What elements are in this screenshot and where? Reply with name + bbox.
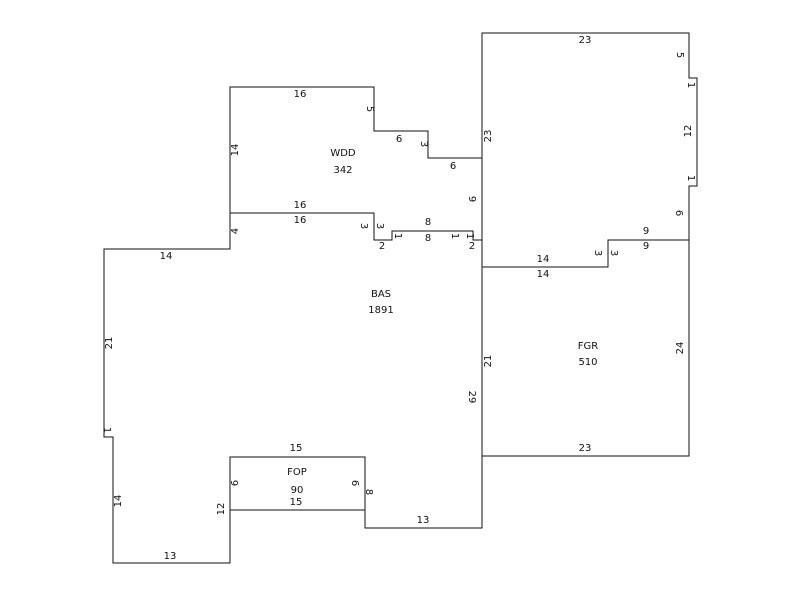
dim-label: 1 xyxy=(685,82,696,88)
dim-label: 13 xyxy=(417,515,430,526)
dim-label: 3 xyxy=(608,250,619,256)
sketch-lines xyxy=(103,32,698,564)
dim-label: 14 xyxy=(537,269,550,280)
dim-label: 8 xyxy=(425,233,431,244)
dim-label: 3 xyxy=(358,223,369,229)
dim-label: 3 xyxy=(374,223,385,229)
dim-label: 14 xyxy=(230,144,241,157)
fgr-size: 510 xyxy=(578,357,597,368)
dim-label: 8 xyxy=(363,489,374,495)
dim-label: 16 xyxy=(294,89,307,100)
dim-label: 14 xyxy=(113,495,124,508)
dim-label: 12 xyxy=(216,503,227,516)
wdd-code: WDD xyxy=(330,148,356,159)
dimension-labels: 16 5 6 3 6 14 16 16 3 3 1 8 8 1 1 2 2 9 … xyxy=(101,35,696,562)
dim-label: 15 xyxy=(290,497,303,508)
dim-label: 9 xyxy=(643,241,649,252)
dim-label: 21 xyxy=(104,337,115,350)
dim-label: 1 xyxy=(101,427,112,433)
dim-label: 13 xyxy=(164,551,177,562)
dim-label: 14 xyxy=(537,254,550,265)
dim-label: 6 xyxy=(396,134,402,145)
dim-label: 3 xyxy=(418,141,429,147)
dim-label: 8 xyxy=(425,217,431,228)
dim-label: 6 xyxy=(230,480,241,486)
dim-label: 29 xyxy=(466,391,477,404)
dim-label: 9 xyxy=(466,196,477,202)
fgr-outline xyxy=(481,32,698,457)
dim-label: 16 xyxy=(294,200,307,211)
dim-label: 3 xyxy=(592,250,603,256)
dim-label: 4 xyxy=(230,228,241,234)
dim-label: 6 xyxy=(673,210,684,216)
dim-label: 16 xyxy=(294,215,307,226)
dim-label: 23 xyxy=(579,443,592,454)
dim-label: 23 xyxy=(579,35,592,46)
dim-label: 15 xyxy=(290,443,303,454)
fop-size: 90 xyxy=(291,485,304,496)
dim-label: 24 xyxy=(675,342,686,355)
dim-label: 1 xyxy=(464,233,475,239)
dim-label: 1 xyxy=(449,233,460,239)
dim-label: 5 xyxy=(364,106,375,112)
bas-size: 1891 xyxy=(368,305,393,316)
dim-label: 23 xyxy=(483,130,494,143)
dim-label: 6 xyxy=(349,480,360,486)
dim-label: 1 xyxy=(685,175,696,181)
dim-label: 1 xyxy=(392,233,403,239)
dim-label: 2 xyxy=(469,241,475,252)
bas-code: BAS xyxy=(371,289,391,300)
dim-label: 2 xyxy=(379,241,385,252)
dim-label: 12 xyxy=(683,125,694,138)
bas-outline xyxy=(103,212,483,564)
dim-label: 5 xyxy=(674,52,685,58)
wdd-size: 342 xyxy=(333,165,352,176)
dim-label: 21 xyxy=(483,355,494,368)
dim-label: 6 xyxy=(450,161,456,172)
dim-label: 14 xyxy=(160,251,173,262)
fop-code: FOP xyxy=(287,467,307,478)
wdd-outline xyxy=(229,86,483,240)
fgr-code: FGR xyxy=(578,341,599,352)
dim-label: 9 xyxy=(643,226,649,237)
area-labels: WDD 342 BAS 1891 FGR 510 FOP 90 xyxy=(287,148,598,496)
